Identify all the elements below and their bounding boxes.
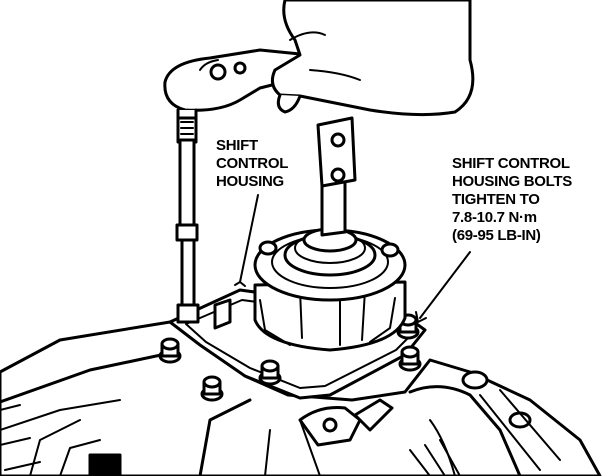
label-line: 7.8-10.7 N·m (452, 209, 537, 226)
label-line: SHIFT CONTROL (452, 155, 570, 172)
label-housing-bolts-torque: SHIFT CONTROL HOUSING BOLTS TIGHTEN TO 7… (452, 155, 572, 245)
label-line: HOUSING (216, 173, 284, 190)
label-line: HOUSING BOLTS (452, 173, 572, 190)
label-line: (69-95 LB-IN) (452, 227, 541, 244)
shift-lever (316, 116, 357, 237)
housing-bolts (158, 313, 422, 402)
label-shift-control-housing: SHIFT CONTROL HOUSING (216, 137, 288, 191)
hand (270, 0, 475, 117)
label-line: CONTROL (216, 155, 289, 172)
leader-lines (234, 194, 471, 323)
label-line: SHIFT (216, 137, 258, 154)
shift-control-housing (253, 227, 407, 352)
label-line: TIGHTEN TO (452, 191, 540, 208)
ratchet-wrench (163, 48, 307, 324)
